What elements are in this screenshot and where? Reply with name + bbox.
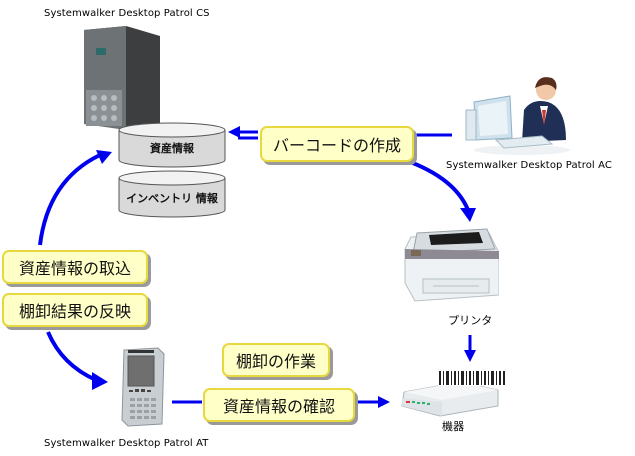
arrow-head-printer (460, 208, 476, 222)
bubble-asset-import: 資産情報の取込 (2, 250, 148, 284)
arrow-server-to-handheld (46, 331, 97, 382)
printer-icon (403, 223, 500, 303)
device-caption: 機器 (442, 420, 465, 433)
arrow-ac-to-printer (404, 158, 470, 211)
barcode-icon (438, 370, 506, 386)
arrow-barcode-to-asset-db (228, 126, 452, 140)
bubble-asset-confirm: 資産情報の確認 (203, 388, 355, 422)
asset-info-database: 資産情報 (118, 122, 226, 168)
arrow-head-device-2 (378, 396, 390, 408)
arrow-head-server (96, 150, 112, 164)
bubble-barcode-create: バーコードの作成 (260, 126, 414, 162)
admin-console-caption: Systemwalker Desktop Patrol AC (446, 160, 612, 171)
arrow-import-to-server (38, 153, 101, 246)
printer-caption: プリンタ (448, 314, 493, 327)
bubble-inventory-work: 棚卸の作業 (222, 343, 330, 377)
handheld-caption: Systemwalker Desktop Patrol AT (44, 438, 209, 449)
arrow-head-device (464, 350, 476, 362)
arrow-head-handheld (92, 372, 108, 390)
inventory-info-database: インベントリ 情報 (118, 170, 226, 218)
asset-info-label: 資産情報 (150, 142, 194, 155)
device-icon (400, 370, 500, 418)
server-caption: Systemwalker Desktop Patrol CS (44, 8, 210, 19)
server-icon (82, 26, 160, 130)
handheld-icon (118, 346, 166, 428)
bubble-inventory-reflect: 棚卸結果の反映 (2, 293, 148, 327)
admin-console-icon (462, 70, 572, 156)
inventory-info-label: インベントリ 情報 (126, 192, 218, 205)
